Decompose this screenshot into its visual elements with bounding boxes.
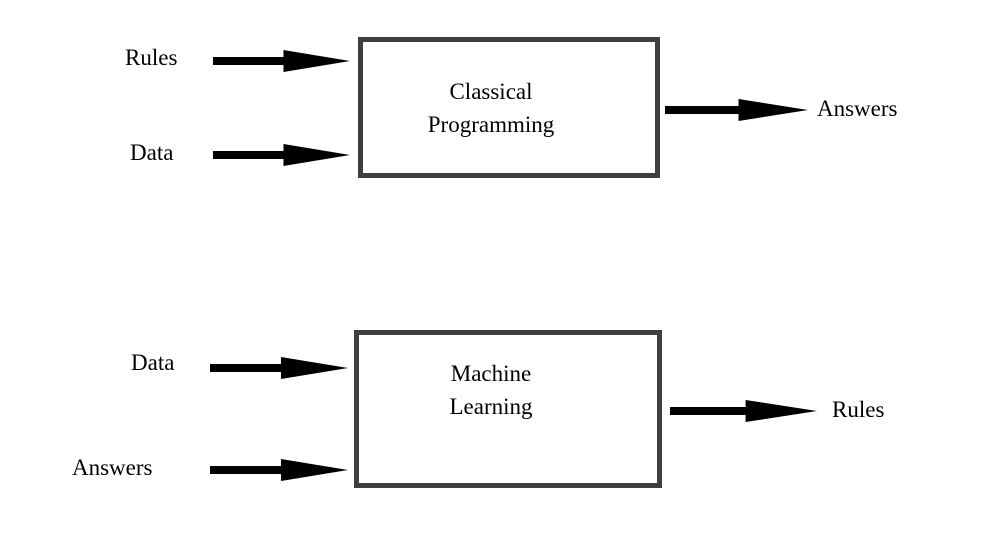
classical-programming-box-label: Classical Programming xyxy=(428,75,591,141)
classical-programming-label-line1: Classical xyxy=(449,78,533,104)
top-output-label-answers: Answers xyxy=(817,96,898,121)
bottom-output-label-rules: Rules xyxy=(832,397,885,422)
arrow-ml-box-to-rules xyxy=(670,400,817,422)
machine-learning-box-label: Machine Learning xyxy=(449,357,566,461)
machine-learning-label-line2: Learning xyxy=(449,394,533,419)
top-input-label-data: Data xyxy=(130,140,174,165)
arrow-data-to-ml-box xyxy=(210,357,348,379)
top-input-label-rules: Rules xyxy=(125,45,178,70)
arrow-classical-box-to-answers xyxy=(665,99,808,121)
arrow-data-to-classical-box xyxy=(213,144,350,166)
machine-learning-label-line1: Machine xyxy=(450,361,532,386)
classical-programming-box: Classical Programming xyxy=(358,37,660,178)
bottom-input-label-data: Data xyxy=(131,350,175,375)
arrow-answers-to-ml-box xyxy=(210,459,348,481)
arrow-rules-to-classical-box xyxy=(213,50,350,72)
classical-programming-label-line2: Programming xyxy=(427,111,555,137)
machine-learning-box: Machine Learning xyxy=(354,330,662,488)
bottom-input-label-answers: Answers xyxy=(72,455,153,480)
